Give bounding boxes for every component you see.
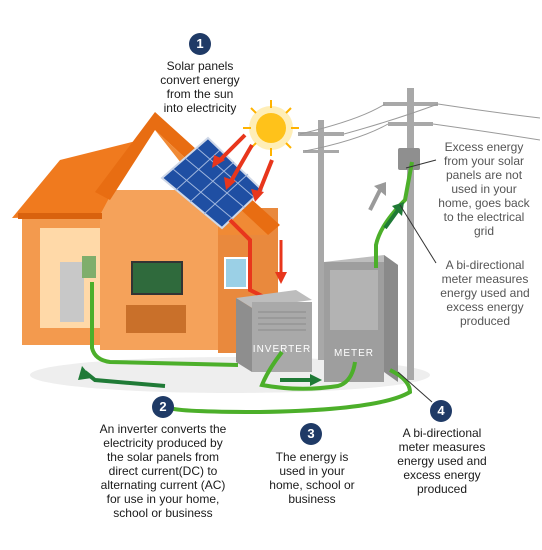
leader-lines: [397, 159, 437, 403]
sun-icon: [243, 100, 299, 156]
grid-return-note: Excess energy from your solar panels are…: [438, 140, 530, 238]
flow-arrow-icon: [78, 202, 404, 388]
meter-box: METER: [324, 255, 398, 382]
meter-label: METER: [334, 348, 374, 359]
step-badge-4: 4: [430, 400, 452, 422]
flow-arrow-icon: [212, 133, 274, 202]
flow-arrow-icon: [275, 240, 287, 284]
step-badge-2: 2: [152, 396, 174, 418]
step-2-caption: An inverter converts the electricity pro…: [99, 422, 227, 520]
step-1-caption: Solar panels convert energy from the sun…: [160, 59, 240, 115]
utility-pole-icon: [298, 120, 344, 360]
step-3-caption: The energy is used in your home, school …: [269, 450, 355, 506]
solar-panel-icon: [160, 136, 264, 230]
ac-wires: [90, 161, 414, 415]
inverter-label: INVERTER: [253, 344, 311, 355]
power-lines: [299, 103, 541, 152]
step-badge-1: 1: [189, 33, 211, 55]
utility-pole-icon: [383, 88, 438, 380]
inverter-box: INVERTER: [236, 290, 312, 372]
step-badge-3: 3: [300, 423, 322, 445]
flow-arrow-icon: [368, 182, 386, 211]
step-4-caption: A bi-directional meter measures energy u…: [397, 426, 487, 496]
meter-side-note: A bi-directional meter measures energy u…: [440, 258, 530, 328]
